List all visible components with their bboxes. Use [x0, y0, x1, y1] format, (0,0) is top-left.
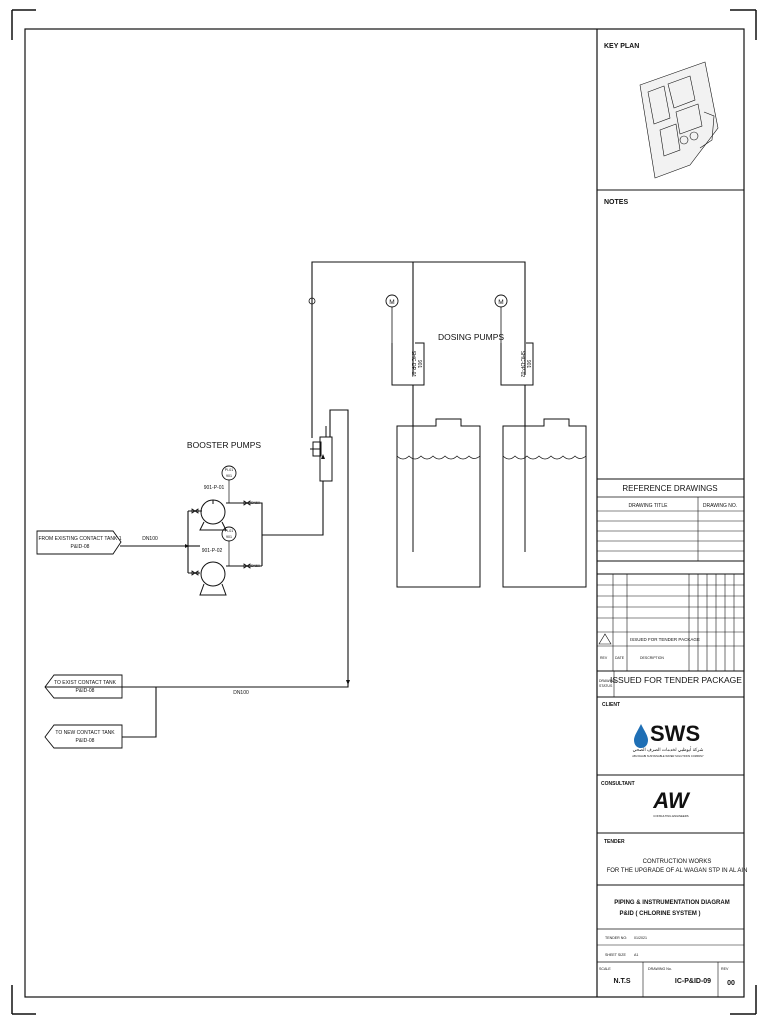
valves	[191, 500, 251, 576]
client-logo-text: SWS	[650, 721, 700, 746]
key-plan-label: KEY PLAN	[604, 43, 639, 50]
pump-2-tag: 901-P-02	[202, 548, 223, 554]
pi-2-loop: 901	[226, 535, 232, 539]
valve-tag-2: DN50	[251, 564, 260, 568]
chlorinator-assembly	[310, 426, 333, 482]
consultant-label: CONSULTANT	[601, 781, 635, 787]
dosing-pump-1: SHC-DP-01 901	[391, 342, 425, 386]
key-plan-thumbnail	[639, 61, 719, 179]
key-plan-panel: KEY PLAN	[597, 43, 744, 191]
drawing-no-value: IC-P&ID-09	[675, 978, 711, 985]
dosing-pump-1-tag: SHC-DP-01	[410, 351, 416, 378]
booster-pumps-label: BOOSTER PUMPS	[187, 440, 261, 450]
offpage-in-ref: P&ID-08	[71, 544, 90, 550]
sheet-size-label: SHEET SIZE	[605, 953, 627, 957]
drawing-no-label: DRAWING No.	[648, 967, 672, 971]
rev-col-description: DESCRIPTION	[640, 656, 664, 660]
dosing-motor-1: M	[385, 294, 399, 343]
drawing-title-line-2: P&ID ( CHLORINE SYSTEM )	[619, 911, 700, 917]
consultant-block: CONSULTANT AW CONSULTING ENGINEERS	[597, 781, 744, 834]
tender-no-value: 01/2021	[634, 936, 647, 940]
reference-drawings-title: REFERENCE DRAWINGS	[622, 484, 717, 493]
notes-panel: NOTES	[604, 199, 628, 206]
motor-2-symbol: M	[498, 299, 503, 306]
client-arabic-name: شركة أبوظبي لخدمات الصرف الصحي	[633, 745, 704, 753]
rev-col-date: DATE	[615, 656, 625, 660]
sheet-size-value: A1	[634, 953, 638, 957]
client-block: CLIENT SWS شركة أبوظبي لخدمات الصرف الصح…	[597, 702, 744, 776]
reference-drawings-table: REFERENCE DRAWINGS DRAWING TITLE DRAWING…	[596, 478, 745, 562]
ref-header-title: DRAWING TITLE	[629, 503, 669, 509]
client-label: CLIENT	[602, 702, 620, 708]
inlet-line-number: DN100	[142, 536, 158, 542]
dosing-motor-2: M	[494, 294, 508, 343]
pi-1-tag: PI-01	[225, 468, 234, 472]
offpage-out2-ref: P&ID-08	[76, 738, 95, 744]
offpage-out2-label: TO NEW CONTACT TANK	[55, 730, 115, 736]
dosing-pump-2-loop: 901	[525, 360, 531, 369]
drawing-status-value: ISSUED FOR TENDER PACKAGE	[610, 675, 742, 685]
client-english-name: ABU DHABI SUSTAINABLE WATER SOLUTIONS CO…	[632, 754, 704, 758]
dosing-pump-1-loop: 901	[416, 360, 422, 369]
revision-description: ISSUED FOR TENDER PACKAGE	[630, 637, 700, 642]
valve-tag-1: DN50	[251, 501, 260, 505]
rev-value: 00	[727, 980, 735, 987]
drawing-status-label-2: STATUS	[599, 684, 613, 688]
pressure-indicator-1: PI-01 901	[221, 465, 237, 503]
notes-label: NOTES	[604, 199, 628, 206]
dosing-injection-lines	[412, 385, 526, 552]
pump-1-tag: 901-P-01	[204, 485, 225, 491]
revision-table: ISSUED FOR TENDER PACKAGE REV DATE DESCR…	[596, 573, 745, 672]
drawing-status-label-1: DRAWING	[599, 679, 616, 683]
consultant-logo: AW	[652, 788, 691, 813]
corner-marks	[11, 9, 757, 1015]
pressure-indicator-2: PI-01 901	[221, 526, 237, 566]
riser-instrument-bubble	[308, 297, 316, 305]
rev-col-rev: REV	[600, 656, 608, 660]
booster-pump-2	[199, 561, 227, 596]
ref-header-number: DRAWING NO.	[703, 503, 737, 509]
offpage-out1-ref: P&ID-08	[76, 688, 95, 694]
offpage-to-exist-contact-tank[interactable]: TO EXIST CONTACT TANK P&ID-08	[44, 674, 123, 699]
chemical-tank-2	[502, 418, 587, 588]
offpage-in-label: FROM EXISTING CONTACT TANK 1	[39, 536, 122, 542]
booster-pump-1	[199, 499, 227, 531]
tender-label: TENDER	[604, 839, 625, 845]
offpage-from-existing-tank[interactable]: FROM EXISTING CONTACT TANK 1 P&ID-08	[36, 530, 122, 555]
offpage-to-new-contact-tank[interactable]: TO NEW CONTACT TANK P&ID-08	[44, 724, 123, 749]
client-logo: SWS شركة أبوظبي لخدمات الصرف الصحي ABU D…	[632, 721, 704, 758]
consultant-subtitle: CONSULTING ENGINEERS	[653, 814, 689, 818]
scale-value: N.T.S	[613, 978, 630, 985]
return-line-number: DN100	[233, 690, 249, 696]
offpage-out1-label: TO EXIST CONTACT TANK	[54, 680, 117, 686]
dosing-pumps-label: DOSING PUMPS	[438, 332, 504, 342]
pi-1-loop: 901	[226, 474, 232, 478]
tender-no-label: TENDER NO:	[605, 936, 627, 940]
chemical-tank-1	[396, 418, 481, 588]
rev-label: REV	[721, 967, 729, 971]
drawing-border	[24, 28, 745, 998]
scale-label: SCALE	[599, 967, 611, 971]
dosing-pump-2-tag: SHC-DP-02	[519, 351, 525, 378]
drawing-title-block: PIPING & INSTRUMENTATION DIAGRAM P&ID ( …	[597, 900, 744, 997]
drawing-title-line-1: PIPING & INSTRUMENTATION DIAGRAM	[614, 900, 729, 906]
motor-1-symbol: M	[389, 299, 394, 306]
tender-line-1: CONTRUCTION WORKS	[643, 859, 712, 865]
drawing-status-block: DRAWING STATUS ISSUED FOR TENDER PACKAGE	[597, 671, 744, 698]
dosing-pump-2: SHC-DP-02 901	[500, 342, 534, 386]
pi-2-tag: PI-01	[225, 529, 234, 533]
flow-arrows	[185, 454, 350, 685]
tender-line-2: FOR THE UPGRADE OF AL WAGAN STP IN AL AI…	[607, 868, 748, 874]
tender-block: TENDER CONTRUCTION WORKS FOR THE UPGRADE…	[597, 839, 748, 886]
